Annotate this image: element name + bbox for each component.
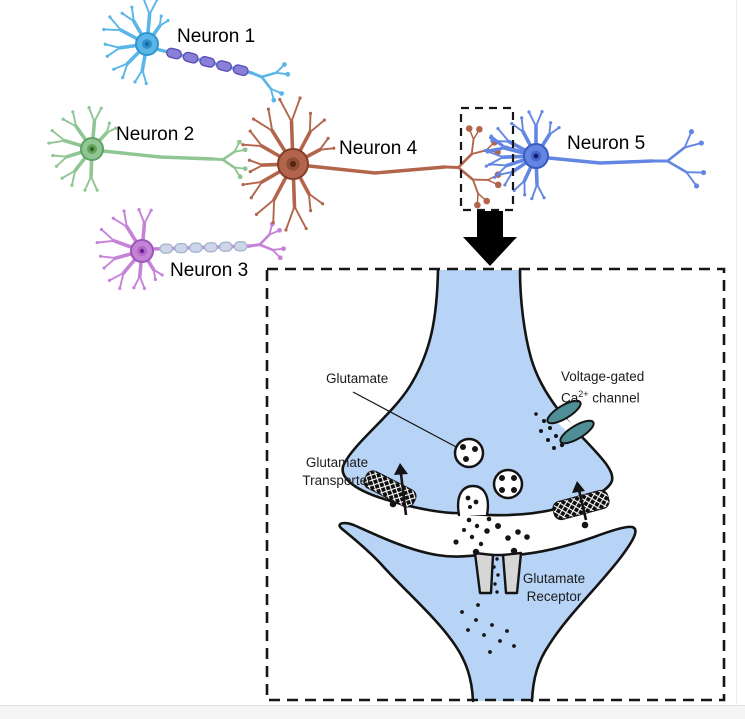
neuron-4-label: Neuron 4 bbox=[339, 138, 418, 159]
glutamate-label: Glutamate bbox=[326, 371, 389, 386]
neuron-1-label: Neuron 1 bbox=[177, 26, 256, 47]
calcium-ion-dots bbox=[534, 412, 565, 450]
magnify-arrow-icon bbox=[463, 211, 517, 266]
calcium-channel-label-sup: 2+ bbox=[578, 388, 589, 399]
synaptic-vesicle-2 bbox=[492, 468, 524, 500]
glutamate-receptor bbox=[472, 547, 523, 595]
glutamate-pointer-line bbox=[352, 391, 461, 450]
receptor-label: Glutamate Receptor bbox=[518, 570, 590, 605]
transporter-label-line2: Transporter bbox=[302, 472, 372, 488]
neurotransmitter-dots bbox=[453, 516, 530, 547]
postsynaptic-membrane bbox=[338, 521, 637, 703]
fusing-vesicle bbox=[456, 484, 490, 517]
postsynaptic-dots bbox=[460, 603, 516, 654]
transporter-label: Glutamate Transporter bbox=[297, 454, 377, 489]
neuron-5-illustration bbox=[483, 109, 707, 201]
transporter-arrow-icon bbox=[394, 463, 408, 475]
glutamate-transporter-right bbox=[552, 481, 610, 529]
neuron-2-label: Neuron 2 bbox=[116, 124, 195, 145]
neuron-1-illustration bbox=[102, 0, 291, 103]
transporter-label-line1: Glutamate bbox=[305, 455, 369, 470]
receptor-label-line1: Glutamate bbox=[522, 571, 586, 586]
neuron-2-illustration bbox=[47, 106, 248, 192]
calcium-channel-label-line1: Voltage-gated bbox=[561, 369, 645, 384]
receptor-label-line2: Receptor bbox=[526, 588, 582, 604]
content-right-edge bbox=[736, 0, 737, 705]
synaptic-vesicle-1 bbox=[453, 437, 485, 469]
neuron-4-illustration bbox=[241, 96, 502, 232]
inset-dashed-box bbox=[459, 106, 515, 212]
neuron-3-label: Neuron 3 bbox=[170, 260, 249, 281]
window-bottom-strip bbox=[0, 705, 745, 719]
neuron-5-label: Neuron 5 bbox=[567, 133, 646, 154]
calcium-channel-label-rest: channel bbox=[588, 390, 640, 405]
calcium-channel-label: Voltage-gated Ca2+ channel bbox=[561, 368, 644, 407]
receptor-pore-dots bbox=[492, 557, 500, 594]
calcium-channel-label-ca: Ca bbox=[561, 390, 579, 405]
postsynaptic-terminal bbox=[339, 523, 636, 701]
transporter-arrow-icon bbox=[572, 481, 585, 493]
